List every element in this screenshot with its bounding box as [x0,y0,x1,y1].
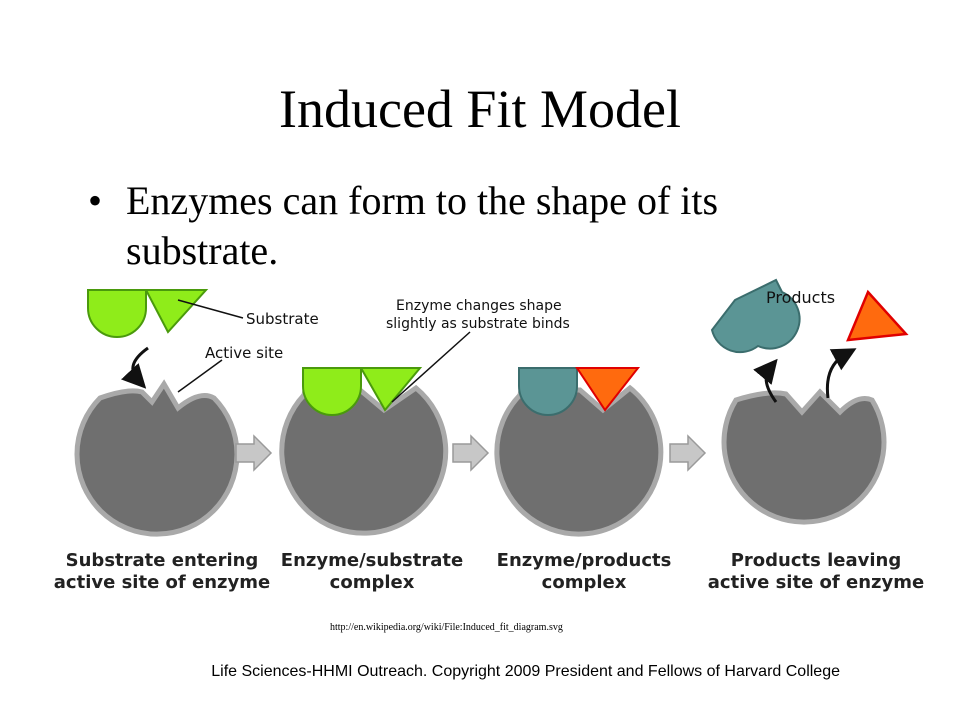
substrate-pointer [177,299,244,319]
enzyme-changes-label-line2: slightly as substrate binds [386,316,570,332]
bullet-text: Enzymes can form to the shape of its sub… [126,178,719,273]
step-arrow-1 [235,434,273,472]
stage-2: Enzyme changes shape slightly as substra… [279,298,570,536]
substrate-label: Substrate [246,310,319,328]
caption-4-line1: Products leaving [731,550,902,571]
product-triangle [575,367,641,412]
caption-2-line2: complex [330,572,415,593]
caption-4-line2: active site of enzyme [708,572,924,593]
products-label: Products [766,288,835,307]
copyright-footer: Life Sciences-HHMI Outreach. Copyright 2… [211,663,840,680]
release-arrow-right [825,348,857,399]
caption-1-line1: Substrate entering [66,550,259,571]
released-product-semicircle [710,278,801,354]
induced-fit-diagram: Substrate Active site Enzyme changes sha… [54,278,924,593]
enzyme-4 [721,388,887,525]
active-site-label: Active site [205,344,283,362]
enzyme-3 [494,384,664,537]
bound-substrate-triangle [359,367,423,412]
caption-2-line1: Enzyme/substrate [281,550,463,571]
product-semicircle [518,367,578,416]
step-arrow-3 [669,434,707,472]
bound-substrate-semicircle [302,367,362,416]
bullet-marker: • [88,178,103,223]
enzyme-1 [74,379,240,537]
caption-3-line1: Enzyme/products [497,550,672,571]
caption-3-line2: complex [542,572,627,593]
released-product-triangle [846,289,909,342]
stage-3 [494,367,664,537]
substrate-triangle [144,289,209,334]
stage-4: Products [710,278,909,525]
entry-arrow [121,346,149,389]
stage-1: Substrate Active site [74,289,319,537]
step-arrow-2 [452,434,490,472]
slide-title: Induced Fit Model [279,79,681,139]
substrate-semicircle [87,289,147,338]
enzyme-changes-label-line1: Enzyme changes shape [396,298,562,314]
image-source-link[interactable]: http://en.wikipedia.org/wiki/File:Induce… [330,622,563,633]
caption-1-line2: active site of enzyme [54,572,270,593]
enzyme-2 [279,384,449,536]
stage-captions: Substrate entering active site of enzyme… [54,550,924,593]
release-arrow-left [753,358,778,403]
shape-change-pointer [391,331,471,403]
active-site-pointer [177,359,223,393]
